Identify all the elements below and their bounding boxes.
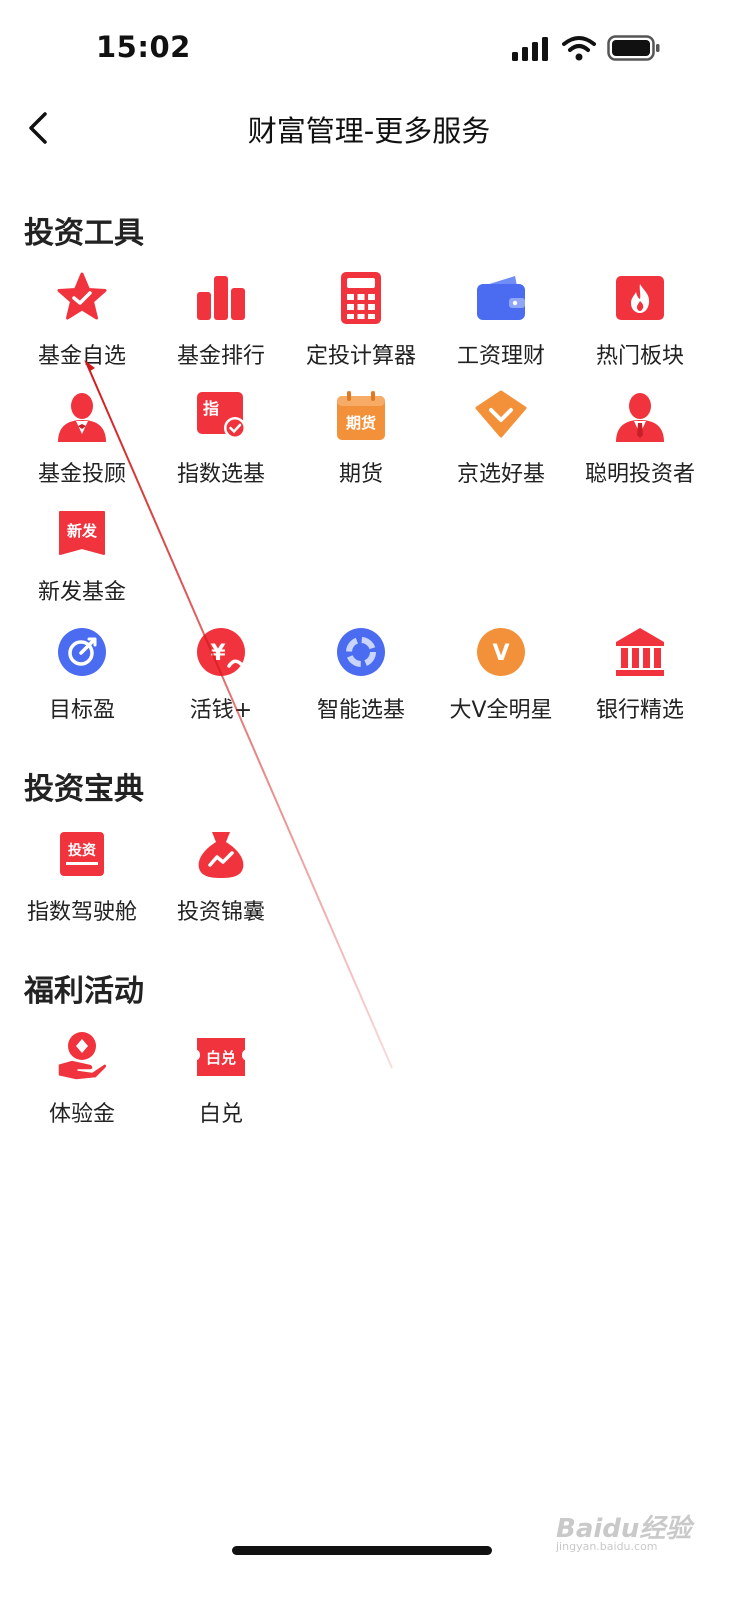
invest-tag-icon: 投资 bbox=[56, 828, 108, 880]
service-label: 定投计算器 bbox=[305, 344, 416, 369]
service-label: 新发基金 bbox=[37, 580, 126, 605]
service-label: 体验金 bbox=[48, 1102, 115, 1127]
service-label: 京选好基 bbox=[456, 462, 545, 487]
service-smart-investor[interactable]: 聪明投资者 bbox=[570, 390, 710, 496]
service-big-v-allstar[interactable]: V 大V全明星 bbox=[431, 626, 571, 732]
svg-text:指: 指 bbox=[203, 399, 219, 418]
service-invest-tips[interactable]: 投资锦囊 bbox=[151, 828, 291, 934]
service-target-profit[interactable]: 目标盈 bbox=[12, 626, 152, 732]
service-fund-ranking[interactable]: 基金排行 bbox=[151, 272, 291, 378]
service-bai-dui[interactable]: 白兑 白兑 bbox=[151, 1030, 291, 1136]
battery-icon bbox=[607, 35, 660, 61]
status-time: 15:02 bbox=[96, 30, 191, 64]
service-index-cockpit[interactable]: 投资 指数驾驶舱 bbox=[12, 828, 152, 934]
star-check-icon bbox=[56, 272, 108, 324]
money-bag-icon bbox=[195, 828, 247, 880]
svg-text:期货: 期货 bbox=[346, 414, 376, 432]
section-title-benefits: 福利活动 bbox=[24, 974, 144, 1009]
yuan-icon: ¥ bbox=[195, 626, 247, 678]
section-title-tools: 投资工具 bbox=[24, 216, 144, 251]
watermark-sub: jingyan.baidu.com bbox=[556, 1540, 658, 1553]
service-salary-finance[interactable]: 工资理财 bbox=[431, 272, 571, 378]
wifi-icon bbox=[562, 36, 596, 61]
service-label: 白兑 bbox=[198, 1102, 243, 1127]
calculator-icon bbox=[335, 272, 387, 324]
service-bank-select[interactable]: 银行精选 bbox=[570, 626, 710, 732]
service-label: 指数选基 bbox=[176, 462, 265, 487]
calendar-futures-icon: 期货 bbox=[335, 390, 387, 442]
fire-icon bbox=[614, 272, 666, 324]
wallet-icon bbox=[475, 272, 527, 324]
service-label: 基金自选 bbox=[37, 344, 126, 369]
nav-bar: 财富管理-更多服务 bbox=[0, 96, 738, 162]
service-new-funds[interactable]: 新发 新发基金 bbox=[12, 508, 152, 614]
service-live-money-plus[interactable]: ¥ 活钱+ bbox=[151, 626, 291, 732]
home-indicator[interactable] bbox=[232, 1546, 492, 1555]
chevron-left-icon bbox=[29, 112, 47, 144]
watermark: Baidu经验 jingyan.baidu.com bbox=[556, 1500, 696, 1560]
service-label: 指数驾驶舱 bbox=[26, 900, 137, 925]
investor-icon bbox=[614, 390, 666, 442]
service-label: 投资锦囊 bbox=[176, 900, 265, 925]
service-smart-fund-pick[interactable]: 智能选基 bbox=[291, 626, 431, 732]
svg-text:投资: 投资 bbox=[68, 842, 96, 859]
svg-text:白兑: 白兑 bbox=[206, 1049, 236, 1067]
bank-icon bbox=[614, 626, 666, 678]
bar-chart-icon bbox=[195, 272, 247, 324]
service-label: 工资理财 bbox=[456, 344, 545, 369]
status-bar: 15:02 bbox=[0, 0, 738, 96]
new-fund-icon: 新发 bbox=[56, 508, 108, 560]
back-button[interactable] bbox=[18, 106, 62, 150]
chevron-shield-icon bbox=[475, 390, 527, 442]
svg-text:¥: ¥ bbox=[210, 641, 226, 666]
advisor-icon bbox=[56, 390, 108, 442]
v-badge-icon: V bbox=[475, 626, 527, 678]
service-label: 大V全明星 bbox=[449, 698, 553, 723]
ticket-icon: 白兑 bbox=[195, 1030, 247, 1082]
signal-icon bbox=[512, 37, 548, 61]
svg-text:新发: 新发 bbox=[67, 522, 98, 540]
service-label: 智能选基 bbox=[316, 698, 405, 723]
service-hot-sectors[interactable]: 热门板块 bbox=[570, 272, 710, 378]
service-trial-gold[interactable]: 体验金 bbox=[12, 1030, 152, 1136]
target-icon bbox=[56, 626, 108, 678]
service-dca-calculator[interactable]: 定投计算器 bbox=[291, 272, 431, 378]
service-futures[interactable]: 期货 期货 bbox=[291, 390, 431, 496]
service-label: 目标盈 bbox=[48, 698, 115, 723]
index-icon: 指 bbox=[195, 390, 247, 442]
service-label: 热门板块 bbox=[595, 344, 684, 369]
service-label: 活钱+ bbox=[189, 698, 253, 723]
service-label: 基金投顾 bbox=[37, 462, 126, 487]
svg-text:V: V bbox=[492, 641, 509, 666]
service-fund-watchlist[interactable]: 基金自选 bbox=[12, 272, 152, 378]
page-title: 财富管理-更多服务 bbox=[247, 114, 491, 148]
smart-ring-icon bbox=[335, 626, 387, 678]
service-label: 银行精选 bbox=[595, 698, 684, 723]
service-label: 聪明投资者 bbox=[584, 462, 695, 487]
service-label: 基金排行 bbox=[176, 344, 265, 369]
service-fund-advisor[interactable]: 基金投顾 bbox=[12, 390, 152, 496]
section-title-guide: 投资宝典 bbox=[24, 772, 144, 807]
hand-coin-icon bbox=[56, 1030, 108, 1082]
watermark-text: Baidu经验 bbox=[556, 1514, 692, 1544]
service-index-fund-pick[interactable]: 指 指数选基 bbox=[151, 390, 291, 496]
service-label: 期货 bbox=[338, 462, 383, 487]
service-jd-good-funds[interactable]: 京选好基 bbox=[431, 390, 571, 496]
